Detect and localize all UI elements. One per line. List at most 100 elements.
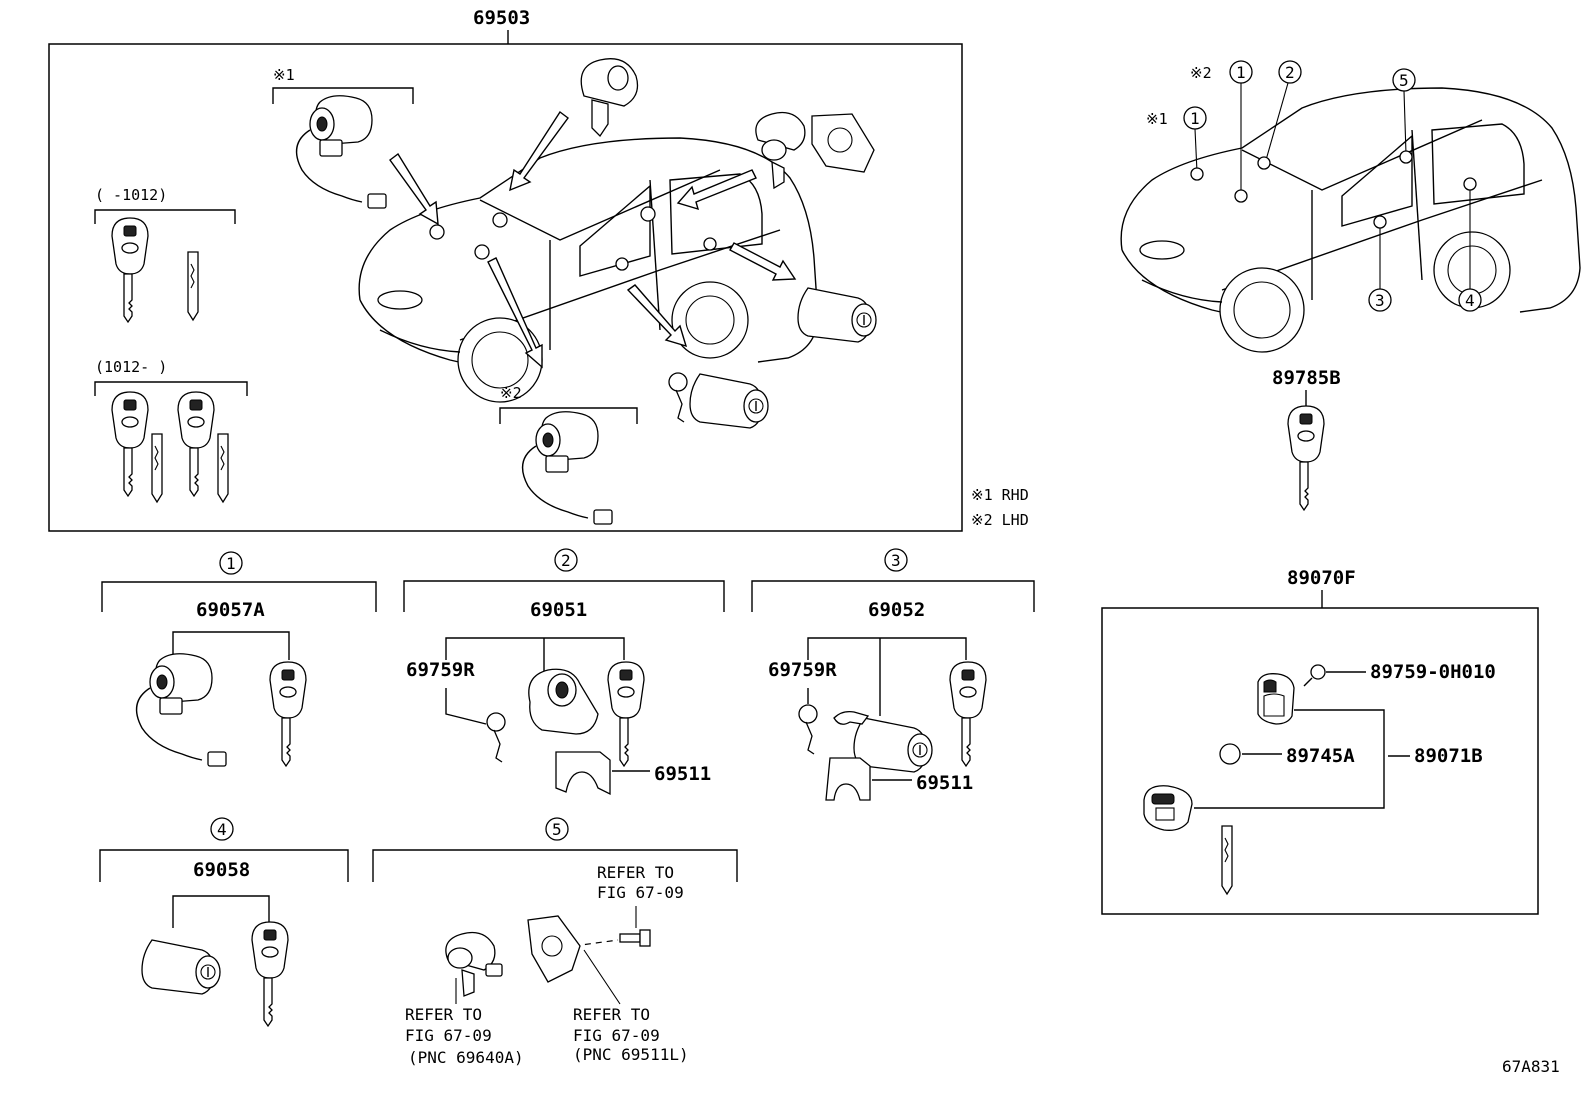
group-4-part-number: 69058 [193,859,250,881]
cylinder [141,939,221,995]
blade-late-1 [151,433,163,503]
transmitter-part-number: 89070F [1287,567,1356,589]
bracket-late [94,381,248,396]
svg-text:3: 3 [1375,291,1385,310]
refer-left-2: FIG 67-09 [405,1026,492,1045]
battery-part-number: 89745A [1286,745,1355,767]
callout-1-lhd: 1 [1229,60,1253,203]
screw-part-number: 89759-0H010 [1370,661,1496,683]
lhd-marker: ※2 [500,384,522,402]
key-89785B [1287,405,1325,511]
svg-text:4: 4 [1465,291,1475,310]
key-stub [833,710,870,725]
assembly-frame [48,43,963,532]
group-2-part-number: 69051 [530,599,587,621]
lock-point [640,206,656,222]
callout-1-rhd: 1 [1183,106,1207,181]
callout-3: 3 [1368,215,1392,312]
bracket-lhd [499,407,638,424]
lock-point [615,257,629,271]
group-1-part-number: 69057A [196,599,265,621]
group-1: 1 69057A [101,551,377,767]
battery [1219,743,1241,765]
refer-top-1: REFER TO [597,863,674,882]
svg-text:5: 5 [552,820,562,839]
key-late-1 [111,391,149,497]
key [607,661,645,767]
key-late-2 [177,391,215,497]
lever [798,704,818,755]
blade-early [187,251,199,321]
key-early [111,217,149,323]
blade [1221,825,1233,895]
back-door-cylinder [797,287,877,343]
overview-marker-rhd: ※1 [1146,110,1168,128]
housing-part-number: 89071B [1414,745,1483,767]
callout-5: 5 [1392,68,1416,164]
ignition-switch-rhd [295,95,387,209]
ignition-switch [135,653,227,767]
refer-right-1: REFER TO [573,1005,650,1024]
lock-point [703,237,717,251]
svg-text:1: 1 [1236,63,1246,82]
bracket-plate [527,915,581,983]
diagram-code: 67A831 [1502,1057,1560,1076]
key [949,661,987,767]
arrow-icon [676,169,757,211]
lock-point [492,212,508,228]
retainer [555,751,611,796]
door-lock-right [755,111,875,190]
group-3-retainer-number: 69511 [916,772,973,794]
door-lock-top [580,58,639,138]
key [269,661,307,767]
callout-2: 2 [1257,60,1302,170]
legend-lhd: ※2 LHD [971,511,1029,529]
door-cylinder [528,668,599,735]
svg-text:1: 1 [1190,109,1200,128]
lock-point [429,224,445,240]
blade-late-2 [217,433,229,503]
refer-left-1: REFER TO [405,1005,482,1024]
arrow-icon [509,110,569,192]
arrow-icon [729,242,797,281]
range-early-label: ( -1012) [95,186,167,204]
transmitter-group: 89070F 89759-0H010 89745A 89071B [1101,567,1539,915]
transmitter-housing-bottom [1143,785,1193,831]
refer-right-3: (PNC 69511L) [573,1045,689,1064]
lock-point [474,244,490,260]
ignition-switch-lhd [521,411,613,525]
svg-text:1: 1 [226,554,236,573]
svg-text:2: 2 [561,551,571,570]
screw [619,929,651,947]
door-cylinder-lower [689,373,769,429]
group-2-lever-number: 69759R [406,659,475,681]
overview-marker-lhd: ※2 [1190,64,1212,82]
key-part-number: 89785B [1272,367,1341,389]
range-late-label: (1012- ) [95,358,167,376]
bracket-early [94,209,236,224]
bracket-rhd [272,87,414,104]
group-2-retainer-number: 69511 [654,763,711,785]
key [251,921,289,1027]
arrow-icon [389,152,439,226]
lock-assembly [445,931,503,997]
refer-right-2: FIG 67-09 [573,1026,660,1045]
refer-top-2: FIG 67-09 [597,883,684,902]
group-3-part-number: 69052 [868,599,925,621]
callout-4: 4 [1458,177,1482,312]
group-5: 5 REFER TO FIG 67-09 REFER TO FIG 67-09 … [372,817,738,1067]
group-2: 2 69051 69759R 69511 [403,548,725,796]
screw [1303,664,1326,687]
assembly-part-number: 69503 [473,7,530,29]
svg-text:3: 3 [891,551,901,570]
group-4: 4 69058 [99,817,349,1027]
legend-rhd: ※1 RHD [971,486,1029,504]
transmitter-housing-top [1257,673,1295,725]
refer-left-3: (PNC 69640A) [408,1048,524,1067]
svg-text:4: 4 [217,820,227,839]
arrow-icon [626,284,688,348]
svg-text:2: 2 [1285,63,1295,82]
group-3-lever-number: 69759R [768,659,837,681]
group-3: 3 69052 69759R 69511 [751,548,1035,801]
